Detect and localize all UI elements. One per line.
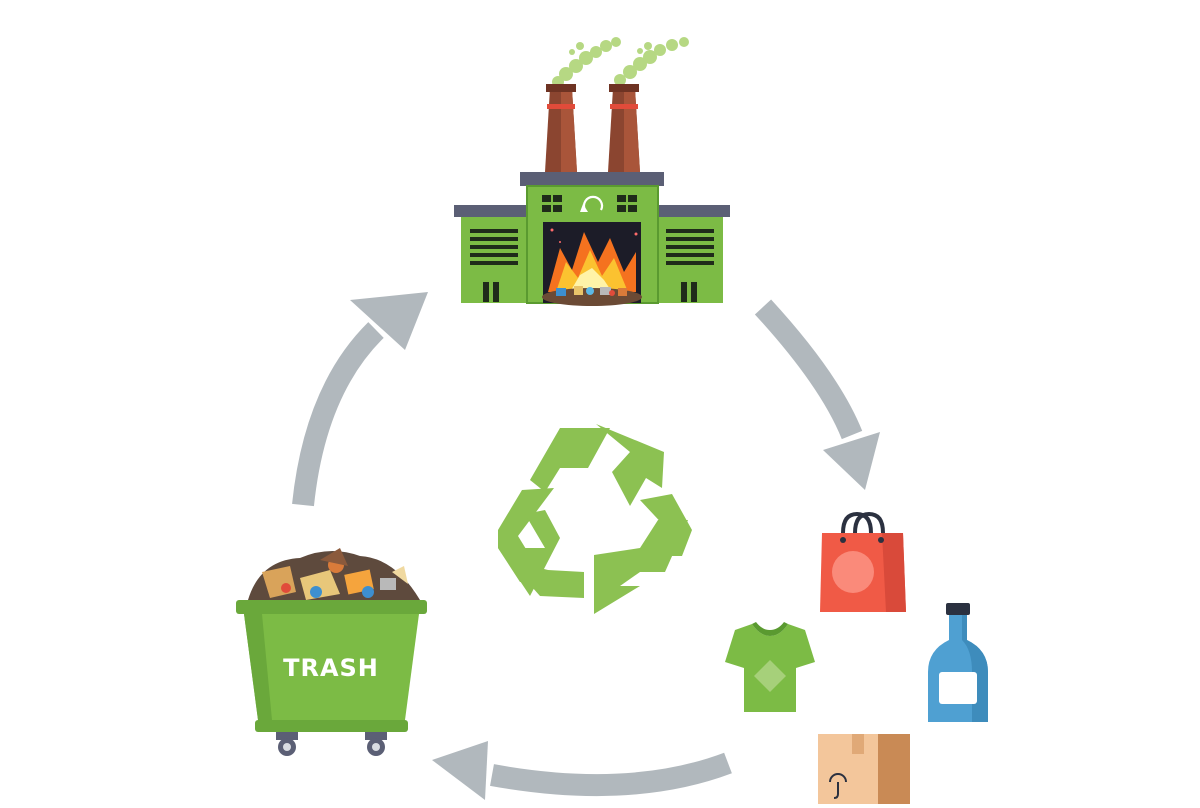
furnace [542, 222, 642, 306]
arrow-factory-to-products [754, 299, 880, 490]
shopping-bag-icon [820, 511, 906, 612]
chimney-right [608, 84, 640, 172]
recycling-factory [454, 37, 730, 306]
arrow-products-to-trash [432, 741, 732, 800]
t-shirt-icon [725, 622, 815, 712]
trash-label: TRASH [283, 654, 379, 682]
trash-bin: TRASH [236, 548, 427, 756]
garbage-heap [248, 548, 420, 600]
chimney-left [545, 84, 577, 172]
recycled-products [725, 511, 988, 804]
recycle-icon-small [580, 195, 604, 212]
cardboard-box-icon [818, 734, 910, 804]
garbage-pile [542, 286, 642, 306]
wheels [276, 732, 387, 756]
recycle-icon [498, 424, 692, 614]
glass-bottle-icon [928, 603, 988, 722]
cycle-arrows [292, 292, 880, 800]
smoke-icon [552, 37, 689, 88]
arrow-trash-to-factory [292, 292, 428, 507]
